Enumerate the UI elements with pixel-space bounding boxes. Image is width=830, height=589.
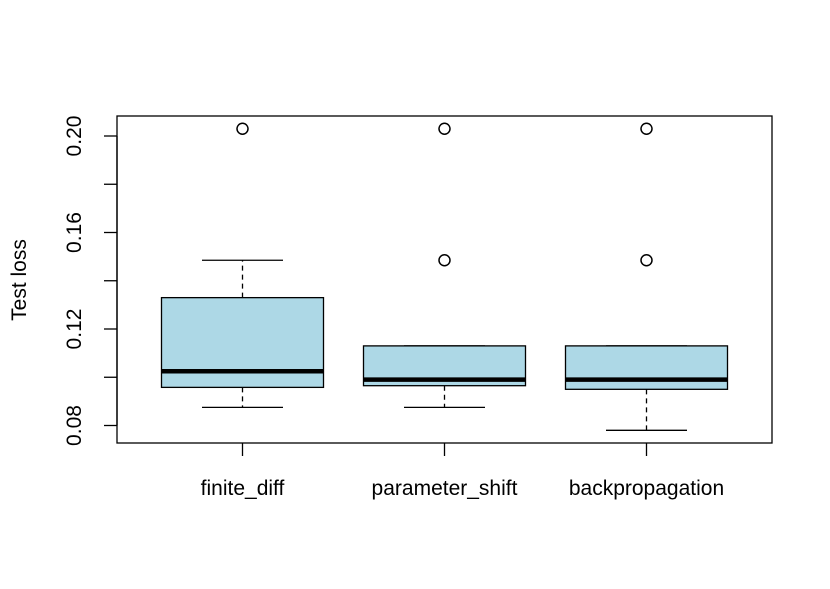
outlier-point [236, 122, 249, 136]
box-finite_diff [160, 122, 325, 409]
x-tick-label: backpropagation [569, 477, 724, 500]
box-parameter_shift [362, 122, 527, 409]
x-tick-label: parameter_shift [372, 477, 518, 500]
box-iqr [564, 345, 729, 390]
boxes [160, 122, 729, 431]
y-tick-label: 0.16 [63, 212, 86, 253]
outlier-point [438, 253, 451, 267]
y-axis-label: Test loss [8, 239, 31, 321]
y-tick-label: 0.12 [63, 309, 86, 350]
x-axis-labels: finite_diff parameter_shift backpropagatio… [201, 443, 724, 500]
y-tick-label: 0.20 [63, 116, 86, 157]
outlier-point [438, 122, 451, 136]
y-tick-label: 0.08 [63, 405, 86, 446]
x-tick-label: finite_diff [201, 477, 285, 500]
box-backpropagation [564, 122, 729, 431]
plot-frame [116, 115, 773, 444]
box-iqr [160, 296, 325, 389]
outlier-point [640, 253, 653, 267]
outlier-point [640, 122, 653, 136]
y-axis: 0.08 0.12 0.16 0.20 [63, 116, 118, 446]
